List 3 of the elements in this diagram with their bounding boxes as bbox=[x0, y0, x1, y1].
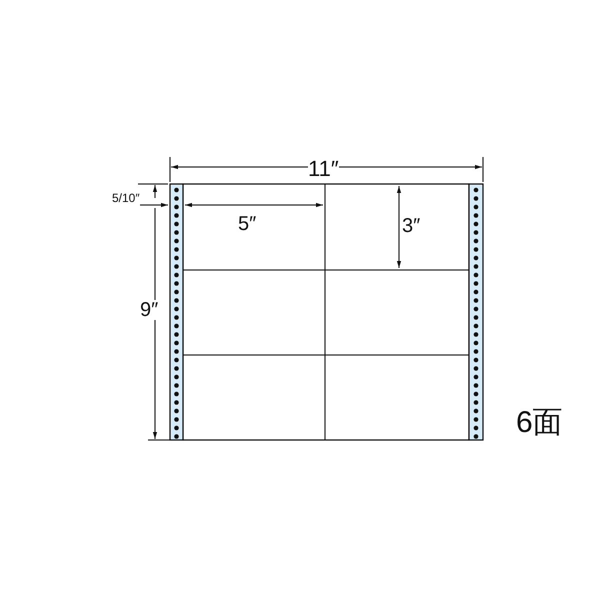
dimension-label: 5/10″ bbox=[112, 192, 140, 204]
dimension-label: 9″ bbox=[140, 300, 158, 320]
panel-count-label: 6面 bbox=[516, 408, 563, 438]
